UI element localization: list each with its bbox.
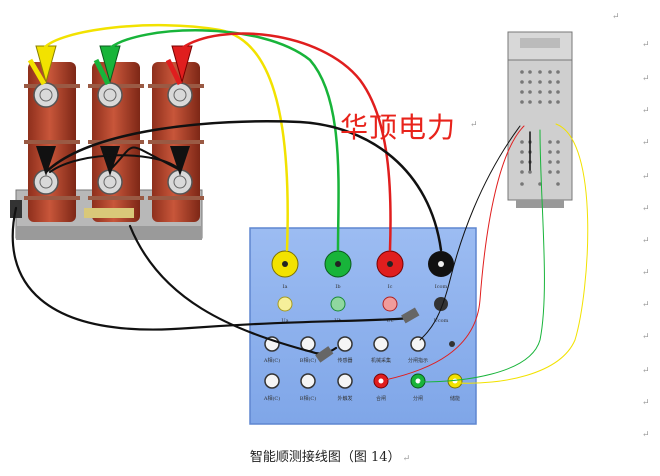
jack-ua[interactable]: [277, 296, 293, 312]
label-ucom: Ucom: [434, 318, 449, 324]
paragraph-mark: ↵: [642, 40, 650, 50]
caption-paragraph-mark: ↵: [402, 454, 411, 464]
label-row4-2: 外触发: [337, 395, 352, 402]
paragraph-mark: ↵: [642, 268, 650, 278]
label-icom: Icom: [435, 284, 448, 290]
label-row3-0: A相(C): [263, 357, 280, 364]
label-row3-2: 传感器: [337, 357, 352, 364]
wire-thin-green: [419, 129, 545, 383]
paragraph-mark: ↵: [642, 300, 650, 310]
paragraph-mark: ↵: [642, 204, 650, 214]
breaker-terminals: [33, 82, 193, 195]
wire-black-icom: [44, 120, 443, 252]
test-leads: [11, 23, 589, 384]
vacuum-circuit-breaker: [10, 45, 204, 240]
wire-thin-yellow: [457, 123, 589, 384]
paragraph-mark: ↵: [612, 12, 620, 22]
label-ib: Ib: [335, 284, 340, 290]
socket-open-indicator[interactable]: [410, 336, 426, 352]
clips-black-bottom: [36, 146, 190, 176]
terminal-pins: [520, 70, 560, 186]
label-row4-5: 储能: [450, 395, 460, 402]
paragraph-mark: ↵: [470, 120, 478, 130]
secondary-terminal-block: [507, 31, 573, 208]
label-ic: Ic: [388, 284, 393, 290]
socket-row4-a[interactable]: [264, 373, 280, 389]
wire-red: [180, 32, 392, 252]
paragraph-mark: ↵: [642, 366, 650, 376]
label-ia: Ia: [283, 284, 288, 290]
label-row4-1: B相(C): [300, 395, 316, 402]
socket-sensor[interactable]: [337, 336, 353, 352]
label-row3-4: 分闸指示: [408, 357, 428, 364]
wire-thin-red: [384, 125, 525, 381]
label-row4-4: 分闸: [413, 395, 423, 402]
paragraph-mark: ↵: [642, 332, 650, 342]
paragraph-mark: ↵: [642, 106, 650, 116]
label-row3-3: 机械采集: [371, 357, 391, 364]
paragraph-mark: ↵: [642, 236, 650, 246]
clip-green-top: [93, 45, 121, 86]
paragraph-mark: ↵: [642, 74, 650, 84]
wire-black-bridge-2: [49, 154, 181, 173]
wire-thin-black: [419, 125, 521, 341]
wire-green: [108, 29, 340, 252]
figure-caption-text: 智能顺测接线图（图 14）: [249, 450, 401, 465]
brand-watermark: 华顶电力: [340, 111, 457, 144]
socket-row4-b[interactable]: [300, 373, 316, 389]
paragraph-mark: ↵: [642, 398, 650, 408]
jack-ub[interactable]: [330, 296, 346, 312]
label-row3-1: B相(C): [300, 357, 316, 364]
paragraph-mark: ↵: [642, 138, 650, 148]
clip-red-top: [165, 45, 193, 86]
paragraph-mark: ↵: [642, 430, 650, 440]
jack-uc[interactable]: [382, 296, 398, 312]
figure-caption: 智能顺测接线图（图 14）↵: [0, 446, 660, 465]
label-uc: Uc: [386, 318, 393, 324]
label-row4-3: 合闸: [376, 395, 386, 402]
socket-external-trigger[interactable]: [337, 373, 353, 389]
paragraph-mark: ↵: [642, 172, 650, 182]
wire-black-sensor: [11, 206, 414, 331]
socket-mechanical[interactable]: [373, 336, 389, 352]
aviation-plug-2: [315, 346, 334, 363]
label-ua: Ua: [281, 318, 288, 324]
label-row4-0: A相(C): [263, 395, 280, 402]
tester-front-panel: Ia Ib Ic Icom Ua Ub Uc Ucom A相(C) B相(C) …: [249, 227, 477, 425]
aviation-plug-1: [401, 307, 420, 324]
